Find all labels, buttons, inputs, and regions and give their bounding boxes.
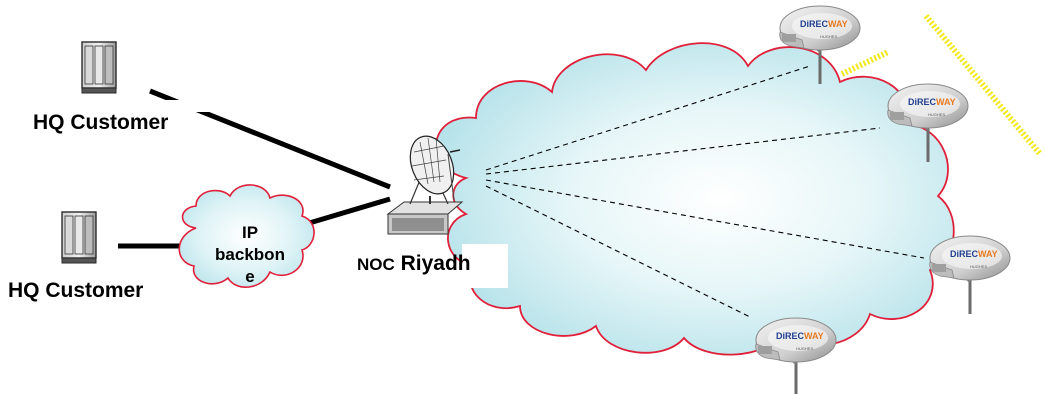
noc-riyadh-label: NOC Riyadh xyxy=(357,253,471,274)
ip-backbone-line-2: backbon xyxy=(215,245,285,264)
satellite-beams xyxy=(485,65,925,319)
cloud-icon xyxy=(178,184,315,288)
noc-prefix: NOC xyxy=(357,255,395,274)
noc-city: Riyadh xyxy=(400,252,471,275)
cloud-icon xyxy=(435,42,955,356)
vsat-dish-icon xyxy=(928,234,1012,316)
server-icon xyxy=(61,211,97,264)
ip-backbone-line-3: e xyxy=(245,267,255,286)
signal-rays xyxy=(840,14,1043,156)
ip-backbone-label: IP backbon e xyxy=(194,222,306,288)
link-backbone-noc xyxy=(305,196,391,227)
hq-customer-label: HQ Customer xyxy=(33,111,169,134)
satellite-dish-icon xyxy=(386,135,464,235)
hq-customer-label: HQ Customer xyxy=(8,279,144,302)
server-icon xyxy=(81,41,117,94)
vsat-dish-icon xyxy=(754,316,838,394)
ip-backbone-line-1: IP xyxy=(241,223,259,242)
